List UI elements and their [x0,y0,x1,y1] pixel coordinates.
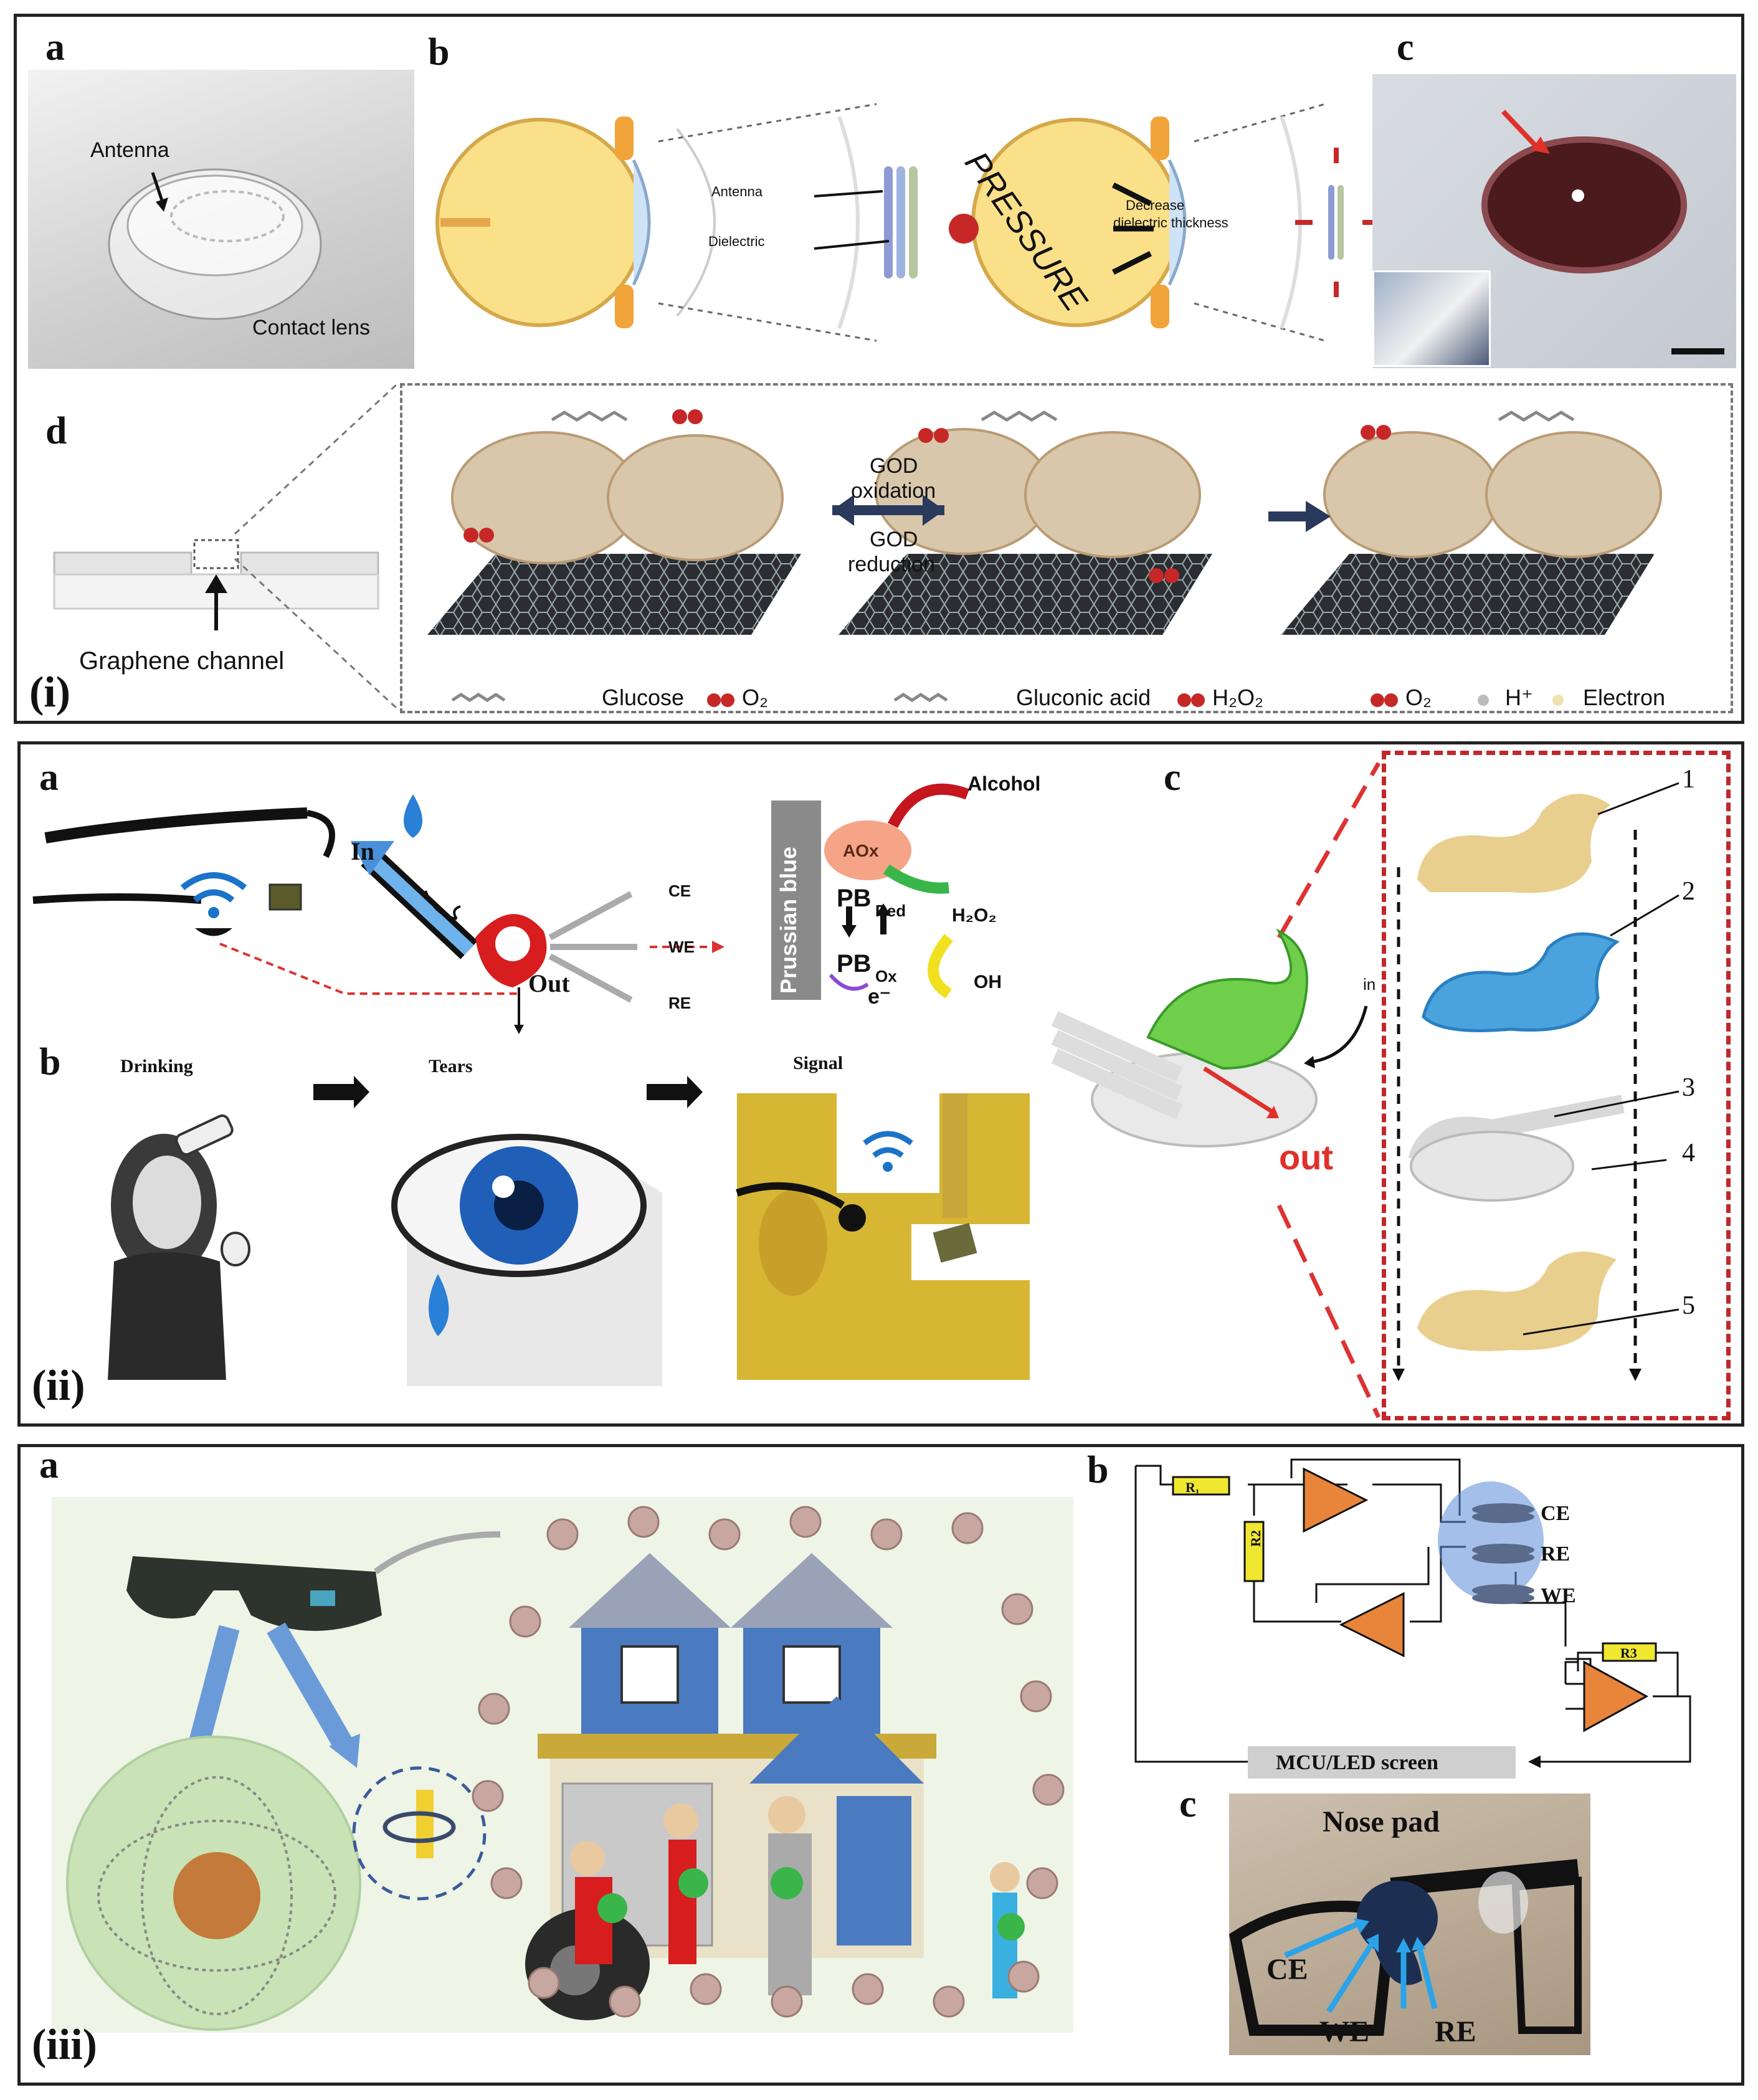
god-oxidation-line1: GOD [870,454,918,478]
r2-label: R2 [1248,1530,1263,1547]
layer-stack-drawing [1392,782,1680,1381]
circuit-we-label: WE [1541,1584,1576,1607]
contact-lens-image: Antenna Contact lens [28,70,414,369]
panel-i: a Antenna Contact lens b [14,14,1744,724]
label-roman-ii: (ii) [32,1362,85,1410]
label-roman-i: (i) [29,668,71,716]
graphene-channel-drawing [53,539,379,630]
panel-ii: a In Out CE WE RE Prussian blue [17,741,1744,1427]
legend-o2-2: O₂ [1405,685,1432,710]
dielectric-label: Dielectric [708,234,765,249]
layer-2-label: 2 [1682,877,1695,906]
nose-pad-label: Nose pad [1323,1805,1440,1838]
drinking-label: Drinking [120,1056,193,1076]
label-i-b: b [428,31,450,74]
god-reduction-line2: reduction [848,553,935,576]
label-iii-a: a [39,1444,59,1486]
glasses-sensor-drawing [32,794,725,1034]
contact-lens-drawing [108,168,322,320]
layer-stack-box: 1 2 3 4 5 [1382,751,1731,1420]
nose-pad-photo: Nose pad CE WE RE [1228,1794,1590,2055]
label-ii-c: c [1164,756,1181,799]
in-small-label: in [1363,975,1376,994]
rabbit-eye-drawing [1481,110,1724,354]
dielectric-thickness-label: dielectric thickness [1113,215,1228,230]
label-ii-a: a [39,756,59,799]
layer-5-label: 5 [1682,1291,1695,1320]
alcohol-label: Alcohol [967,772,1041,795]
tears-label: Tears [429,1056,473,1076]
legend-gluconic-acid: Gluconic acid [1016,685,1151,710]
legend-electron: Electron [1583,685,1666,710]
layer-3-label: 3 [1682,1073,1695,1102]
oh-label: OH [974,972,1002,992]
mcu-led-label: MCU/LED screen [1276,1751,1438,1774]
photo-ce-label: CE [1266,1953,1308,1986]
pb-ox-label: PB [837,950,872,977]
legend-o2-1: O₂ [742,685,768,710]
ce-label: CE [668,881,691,900]
panel-iii: a [17,1444,1744,2086]
legend-glucose: Glucose [602,685,685,710]
in-label: In [351,837,374,865]
microfluidic-zoom [1051,762,1381,1418]
label-iii-c: c [1179,1783,1197,1825]
drink-tears-signal-flow [108,1076,1030,1386]
zoom-guide-lines [234,383,398,710]
out-label: Out [528,969,570,997]
graphene-sheets [427,409,1662,707]
covid-illustration-drawing [66,1531,501,2031]
we-label: WE [668,938,695,956]
circuit-ce-label: CE [1541,1502,1570,1525]
contact-lens-label: Contact lens [252,316,370,340]
rabbit-eye-photo [1372,74,1736,368]
photo-re-label: RE [1435,2015,1476,2048]
virus-particles [472,1506,1065,2018]
god-reduction-line1: GOD [870,528,918,551]
label-ii-b: b [39,1041,61,1083]
layer-4-label: 4 [1682,1139,1695,1167]
h2o2-label: H₂O₂ [952,905,997,926]
photo-we-label: WE [1319,2015,1370,2048]
label-roman-iii: (iii) [32,2021,97,2069]
antenna-b-label: Antenna [711,184,763,199]
circuit-re-label: RE [1541,1542,1570,1565]
layer-1-label: 1 [1682,765,1695,794]
pb-ox-sub: Ox [875,967,897,986]
electron-label: e⁻ [868,985,891,1009]
r1-label: R₁ [1185,1480,1200,1495]
rabbit-inset-photo [1372,270,1491,367]
pb-red-sub: Red [875,901,906,920]
prussian-blue-label: Prussian blue [776,846,801,994]
god-oxidation-line2: oxidation [851,479,936,503]
eye-pressure-diagram [435,103,1380,342]
antenna-label: Antenna [90,138,169,162]
label-i-a: a [45,26,65,69]
pb-red-label: PB [837,885,872,912]
r3-label: R3 [1620,1645,1637,1661]
graphene-channel-label: Graphene channel [79,647,285,675]
reaction-scheme [824,783,970,999]
label-i-c: c [1397,26,1414,69]
out-red-label: out [1279,1138,1334,1177]
label-iii-b: b [1087,1449,1109,1491]
circuit-diagram [1134,1458,1691,1779]
nose-pad-drawing [1228,1859,1582,2036]
legend-h2o2: H₂O₂ [1212,685,1263,710]
legend-h-plus: H⁺ [1505,685,1533,710]
label-i-d: d [45,410,67,452]
decrease-label: Decrease [1126,197,1185,213]
signal-label: Signal [793,1053,843,1073]
covid-glasses-illustration [52,1497,1073,2033]
aox-label: AOx [843,841,879,860]
re-label: RE [668,994,691,1012]
prussian-blue-bar [771,801,821,1000]
god-reaction-box: GOD oxidation GOD reduction Glucose O₂ G… [400,383,1733,713]
